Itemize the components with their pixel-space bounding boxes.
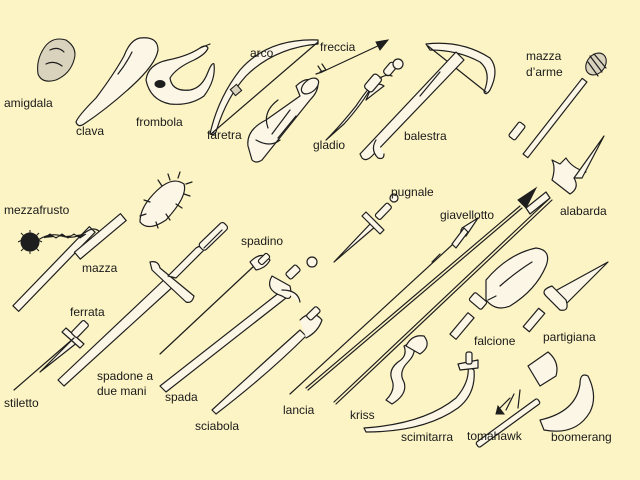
spadone-drawing [57,221,229,387]
arco-drawing [209,39,319,136]
pugnale-drawing [333,193,399,263]
gladio-drawing [325,58,404,141]
label-kriss: kriss [350,408,375,422]
label-falcione: falcione [474,334,516,348]
label-frombola: frombola [136,115,183,129]
label-boomerang: boomerang [551,430,612,444]
label-ferrata: ferrata [70,305,105,319]
label-pugnale: pugnale [391,185,434,199]
label-tomahawk: tomahawk [467,429,523,443]
clava-drawing [75,37,159,127]
label-clava: clava [76,124,104,138]
lancia-drawing [289,217,479,395]
giavellotto-drawing [305,186,538,391]
balestra-drawing [359,42,496,161]
label-mazza-darme-line1: mazza [526,49,562,63]
spadino-drawing [159,252,271,355]
faretra-drawing [247,77,320,163]
label-mazza: mazza [82,261,118,275]
label-balestra: balestra [404,129,447,143]
label-alabarda: alabarda [560,204,607,218]
boomerang-drawing [539,374,595,432]
label-stiletto: stiletto [4,396,39,410]
amigdala-drawing [37,38,76,82]
freccia-drawing [315,39,390,75]
label-arco: arco [250,46,274,60]
label-giavellotto: giavellotto [440,208,494,222]
ferrata-drawing [39,319,89,373]
label-spadone-line2: due mani [97,384,146,398]
label-freccia: freccia [320,40,356,54]
mazza-drawing [73,171,193,260]
mazza-darme-drawing [508,52,607,159]
label-scimitarra: scimitarra [401,430,453,444]
label-spada: spada [165,390,198,404]
label-sciabola: sciabola [195,419,239,433]
label-amigdala: amigdala [4,96,53,110]
label-mazza-darme-line2: d’arme [526,65,563,79]
kriss-drawing [385,335,428,405]
label-mezzafrusto: mezzafrusto [4,203,70,217]
mezzafrusto-drawing [12,226,101,312]
label-spadino: spadino [241,234,283,248]
sciabola-drawing [211,306,323,415]
spada-drawing [159,256,318,393]
label-gladio: gladio [313,138,345,152]
label-partigiana: partigiana [543,330,596,344]
frombola-drawing [145,43,215,105]
label-faretra: faretra [207,128,242,142]
stiletto-drawing [13,337,75,391]
scimitarra-drawing [363,351,479,433]
partigiana-drawing [522,261,609,333]
falcione-drawing [449,247,549,340]
tomahawk-drawing [475,351,558,448]
label-spadone-line1: spadone a [97,369,153,383]
alabarda-drawing [333,135,605,405]
label-lancia: lancia [283,403,315,417]
